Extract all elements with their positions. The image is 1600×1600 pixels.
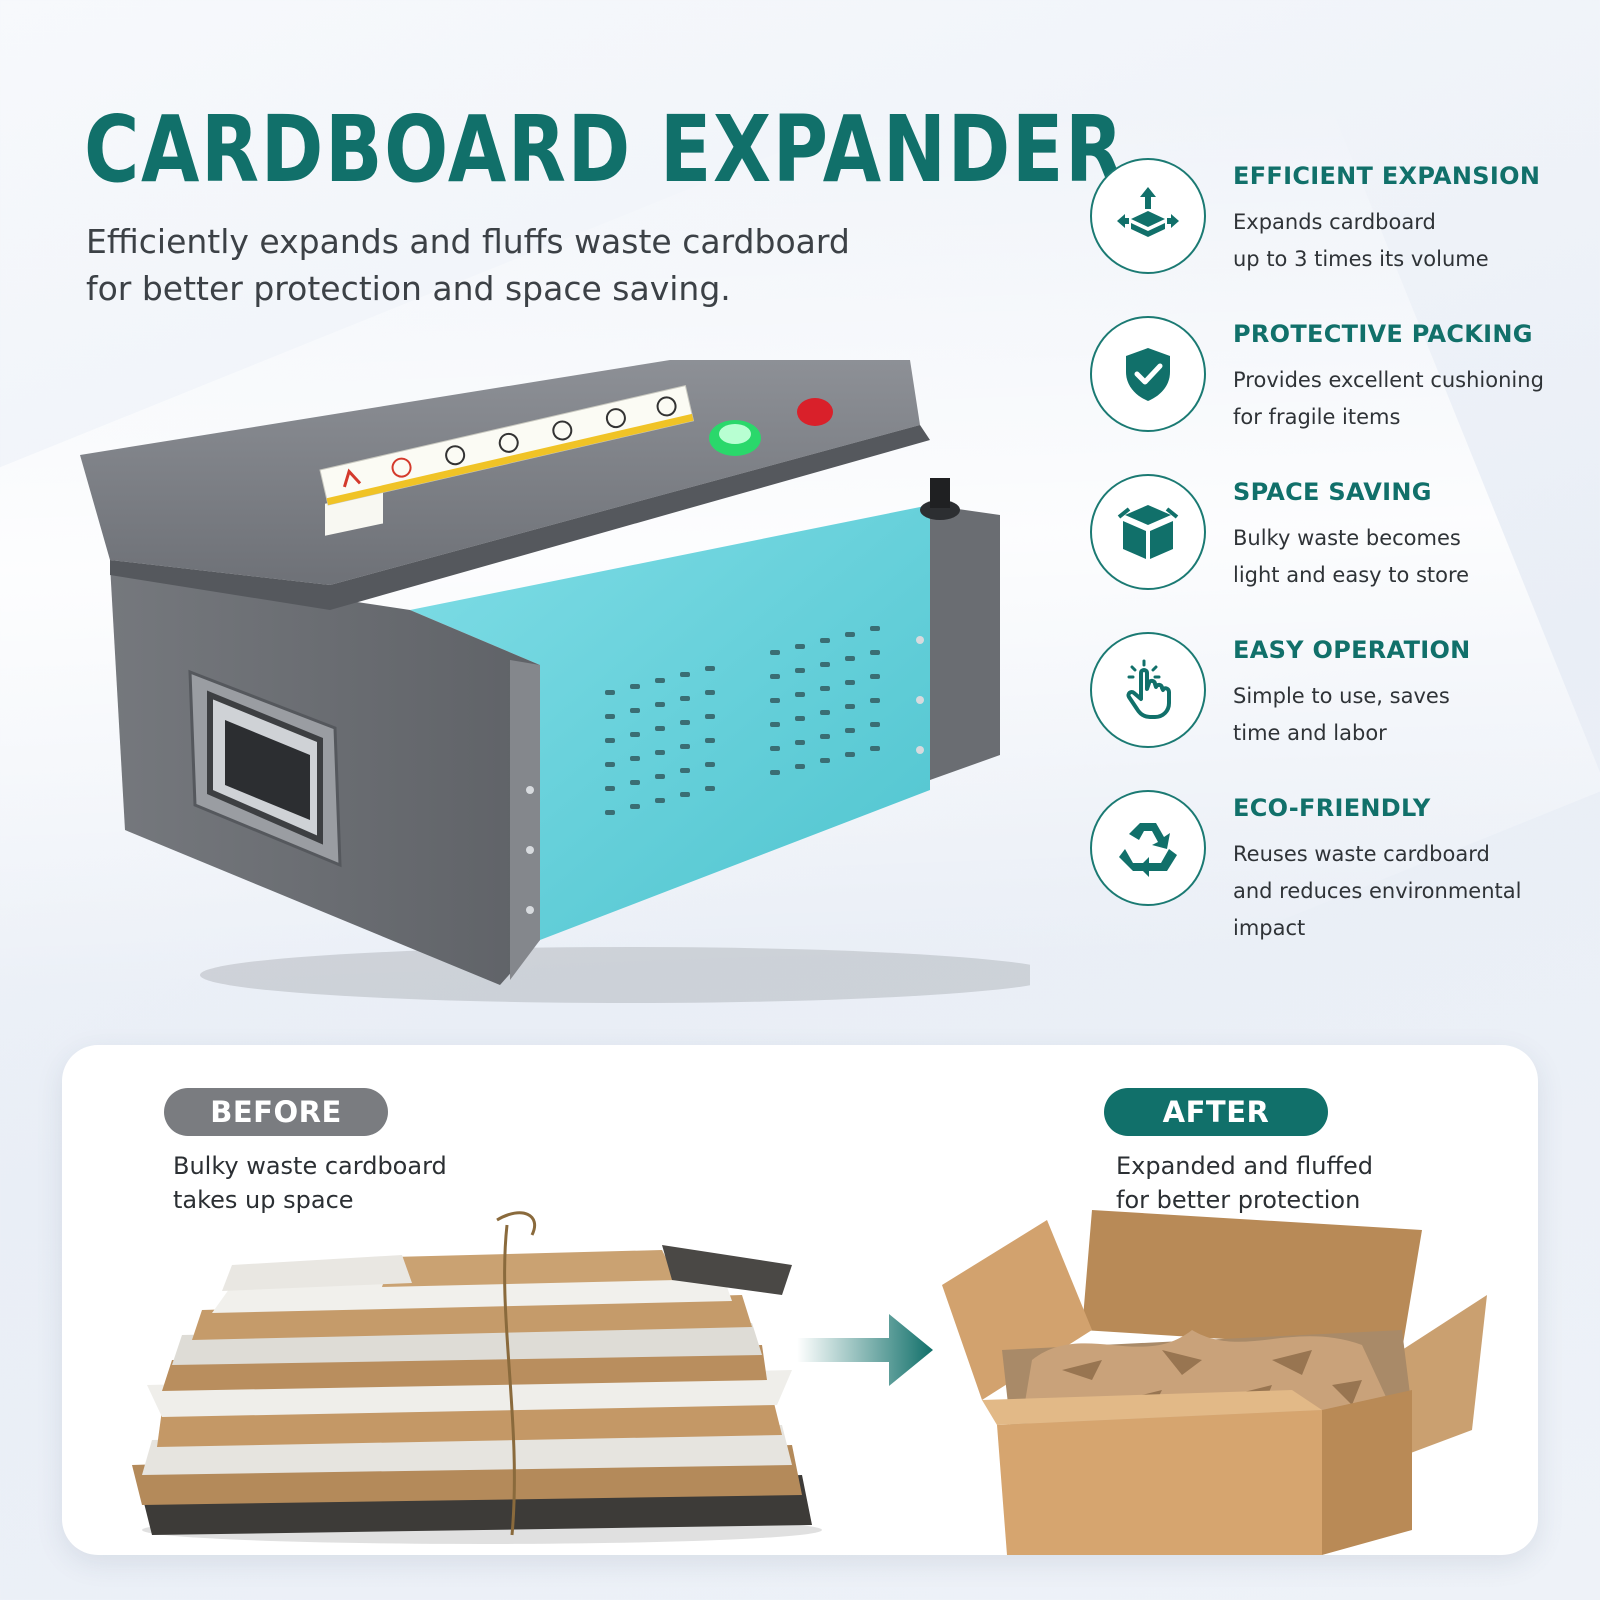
feature-space-saving: SPACE SAVING Bulky waste becomes light a… [1090, 474, 1570, 632]
feature-icon-circle [1090, 316, 1206, 432]
feature-icon-circle [1090, 474, 1206, 590]
feature-desc-line: Bulky waste becomes [1233, 526, 1461, 550]
feature-easy-operation: EASY OPERATION Simple to use, saves time… [1090, 632, 1570, 790]
feature-desc-line: light and easy to store [1233, 563, 1470, 587]
arrow-right-icon [797, 1314, 933, 1386]
before-desc-line: Bulky waste cardboard [173, 1152, 447, 1180]
red-stop-button [797, 398, 833, 426]
feature-desc-line: up to 3 times its volume [1233, 247, 1489, 271]
subtitle-line: Efficiently expands and fluffs waste car… [86, 222, 850, 261]
box-icon [1117, 505, 1179, 559]
shield-check-icon [1126, 348, 1170, 401]
open-box-image [942, 1210, 1487, 1555]
page-subtitle: Efficiently expands and fluffs waste car… [86, 218, 946, 312]
feature-description: Simple to use, saves time and labor [1233, 678, 1563, 752]
before-desc-line: takes up space [173, 1186, 354, 1214]
hand-pointer-icon [1126, 659, 1171, 719]
after-label: AFTER [1104, 1088, 1328, 1136]
subtitle-line: for better protection and space saving. [86, 269, 731, 308]
feature-desc-line: Provides excellent cushioning [1233, 368, 1544, 392]
feature-desc-line: and reduces environmental [1233, 879, 1522, 903]
vent-holes [605, 626, 880, 815]
feature-title: ECO-FRIENDLY [1233, 794, 1431, 822]
feature-desc-line: time and labor [1233, 721, 1387, 745]
feature-title: EASY OPERATION [1233, 636, 1471, 664]
feature-desc-line: impact [1233, 916, 1306, 940]
recycle-icon [1119, 823, 1177, 877]
feature-desc-line: Simple to use, saves [1233, 684, 1450, 708]
feature-title: PROTECTIVE PACKING [1233, 320, 1533, 348]
expand-icon [1117, 187, 1179, 237]
feature-title: SPACE SAVING [1233, 478, 1432, 506]
cardboard-expander-machine [80, 360, 1030, 1003]
feature-icon-circle [1090, 790, 1206, 906]
feature-eco-friendly: ECO-FRIENDLY Reuses waste cardboard and … [1090, 790, 1570, 948]
feature-description: Reuses waste cardboard and reduces envir… [1233, 836, 1563, 947]
feature-efficient-expansion: EFFICIENT EXPANSION Expands cardboard up… [1090, 158, 1570, 316]
before-after-panel: BEFORE Bulky waste cardboard takes up sp… [62, 1045, 1538, 1555]
after-description: Expanded and fluffed for better protecti… [1116, 1149, 1476, 1217]
feature-desc-line: Expands cardboard [1233, 210, 1436, 234]
feature-description: Expands cardboard up to 3 times its volu… [1233, 204, 1563, 278]
feature-description: Provides excellent cushioning for fragil… [1233, 362, 1563, 436]
feature-title: EFFICIENT EXPANSION [1233, 162, 1541, 190]
feature-icon-circle [1090, 632, 1206, 748]
after-desc-line: for better protection [1116, 1186, 1361, 1214]
feature-desc-line: Reuses waste cardboard [1233, 842, 1490, 866]
feature-protective-packing: PROTECTIVE PACKING Provides excellent cu… [1090, 316, 1570, 474]
carry-handle [188, 669, 342, 868]
cardboard-pile-image [132, 1211, 822, 1544]
feature-list: EFFICIENT EXPANSION Expands cardboard up… [1090, 158, 1570, 948]
before-label: BEFORE [164, 1088, 388, 1136]
feature-icon-circle [1090, 158, 1206, 274]
feature-desc-line: for fragile items [1233, 405, 1401, 429]
page-title: CARDBOARD EXPANDER [84, 96, 1125, 203]
after-desc-line: Expanded and fluffed [1116, 1152, 1374, 1180]
before-description: Bulky waste cardboard takes up space [173, 1149, 533, 1217]
feature-description: Bulky waste becomes light and easy to st… [1233, 520, 1563, 594]
